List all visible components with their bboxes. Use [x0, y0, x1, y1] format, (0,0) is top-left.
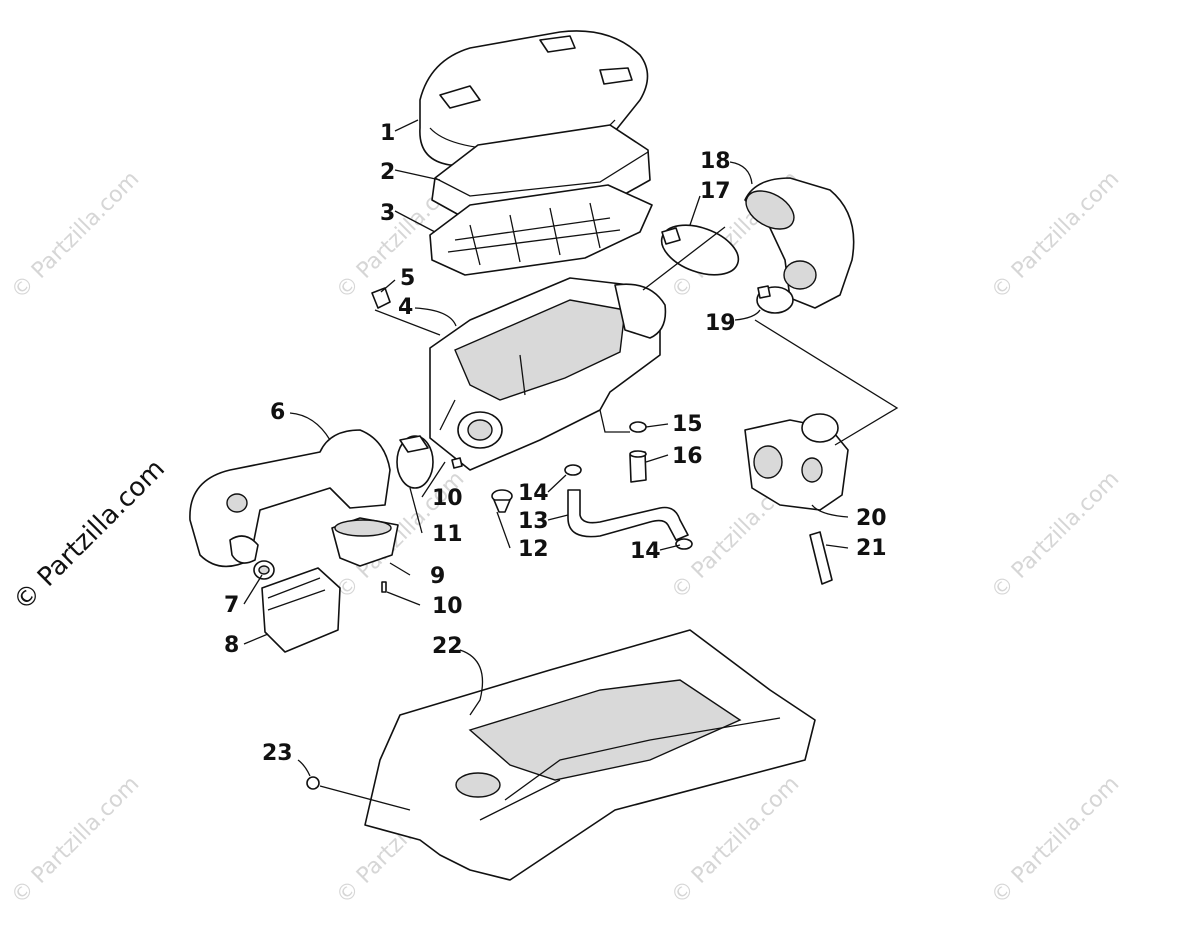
leader-2: [394, 169, 441, 181]
callout-11: 11: [432, 522, 463, 547]
part-screw: [381, 457, 463, 593]
leader-3: [394, 210, 436, 233]
watermark: © Partzilla.com: [987, 467, 1125, 605]
callout-14-upper: 14: [518, 481, 549, 506]
leader-6: [289, 412, 331, 441]
leader-23: [297, 759, 411, 811]
part-hose: [567, 489, 689, 541]
callout-12: 12: [518, 537, 549, 562]
callout-14-lower: 14: [630, 539, 661, 564]
callout-19: 19: [705, 311, 736, 336]
part-nut: [306, 776, 320, 790]
callout-17: 17: [700, 179, 731, 204]
callout-6: 6: [270, 400, 285, 425]
callout-15: 15: [672, 412, 703, 437]
part-vent-clamp: [629, 421, 647, 433]
callout-1: 1: [380, 121, 395, 146]
callout-16: 16: [672, 444, 703, 469]
callout-4: 4: [398, 295, 413, 320]
leader-4: [374, 307, 457, 336]
part-vent-tube: [629, 450, 647, 483]
callout-13: 13: [518, 509, 549, 534]
part-small-clamp: [756, 285, 794, 314]
leader-1: [394, 119, 419, 132]
watermark: © Partzilla.com: [7, 772, 145, 910]
callout-3: 3: [380, 201, 395, 226]
callout-5: 5: [400, 266, 415, 291]
leader-14a: [547, 474, 567, 493]
leader-lines: [243, 119, 899, 811]
part-intake-duct: [189, 429, 391, 568]
callout-18: 18: [700, 149, 731, 174]
callout-23: 23: [262, 741, 293, 766]
leader-16: [645, 454, 669, 463]
leader-19: [734, 309, 899, 446]
part-large-clamp: [660, 224, 740, 276]
part-filter-cage: [429, 184, 653, 276]
leader-10b: [386, 591, 421, 606]
leader-13: [547, 514, 569, 521]
part-hose-clamp: [564, 464, 693, 550]
part-drain-hose: [809, 531, 833, 585]
leader-18: [729, 161, 753, 185]
leader-12: [496, 511, 511, 549]
leader-8: [243, 633, 269, 645]
callout-10-lower: 10: [432, 594, 463, 619]
side-watermark: © Partzilla.com: [8, 454, 171, 617]
part-inlet-cap: [261, 567, 341, 653]
callout-22: 22: [432, 634, 463, 659]
callout-2: 2: [380, 160, 395, 185]
callout-20: 20: [856, 506, 887, 531]
leader-10a: [421, 461, 446, 498]
leader-22: [459, 649, 484, 716]
part-clamp: [396, 435, 434, 489]
watermark: © Partzilla.com: [987, 167, 1125, 305]
part-air-tray: [364, 629, 816, 881]
leader-15: [599, 409, 669, 433]
leader-9: [389, 562, 411, 576]
callout-8: 8: [224, 633, 239, 658]
callout-7: 7: [224, 593, 239, 618]
callout-9: 9: [430, 564, 445, 589]
part-intake-boot: [744, 177, 855, 309]
leader-20: [811, 504, 849, 518]
callout-10-upper: 10: [432, 486, 463, 511]
leader-7: [243, 574, 263, 605]
leader-14b: [659, 544, 681, 551]
watermark: © Partzilla.com: [7, 167, 145, 305]
callout-21: 21: [856, 536, 887, 561]
watermark: © Partzilla.com: [987, 772, 1125, 910]
leader-11: [409, 487, 423, 534]
part-boot: [331, 517, 399, 567]
part-carburetor: [744, 413, 849, 511]
leader-5: [380, 279, 396, 293]
part-drain-valve: [491, 489, 513, 513]
leader-17: [642, 195, 726, 291]
watermark: © Partzilla.com: [667, 772, 805, 910]
leader-21: [825, 544, 849, 549]
part-airbox: [429, 277, 667, 471]
callout-layer: 1 2 3 4 5 6 7 8 9 10 10 11 12 13 14 14 1…: [224, 121, 887, 766]
part-clip: [371, 287, 391, 309]
part-grommet: [253, 560, 275, 580]
